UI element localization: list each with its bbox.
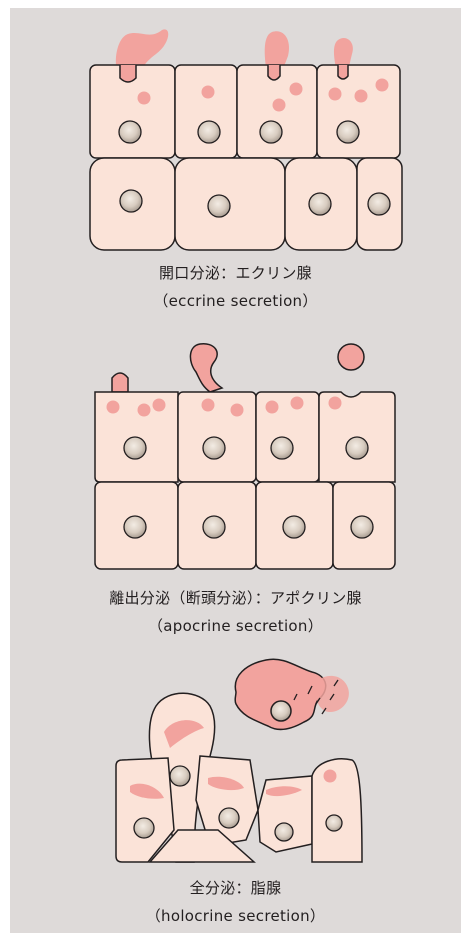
holocrine-title: 全分泌：脂腺 <box>0 877 471 898</box>
holocrine-rupturing-nucleus <box>271 701 291 721</box>
eccrine-pore-2 <box>268 65 280 80</box>
eccrine-pore-3 <box>338 65 348 79</box>
apocrine-title: 離出分泌（断頭分泌）：アポクリン腺 <box>0 587 471 608</box>
holocrine-subtitle: （holocrine secretion） <box>0 905 471 926</box>
holocrine-cell-far-right <box>312 759 362 862</box>
eccrine-subtitle: （eccrine secretion） <box>0 290 471 311</box>
apocrine-bleb-2 <box>190 344 222 392</box>
eccrine-title: 開口分泌：エクリン腺 <box>0 262 471 283</box>
eccrine-pore-1 <box>120 65 136 82</box>
apocrine-top-cell-3 <box>256 392 319 482</box>
apocrine-bleb-1 <box>112 373 128 392</box>
apocrine-released-drop <box>338 344 364 370</box>
eccrine-top-cell-2 <box>175 65 237 158</box>
eccrine-top-cell-4 <box>317 65 400 158</box>
holocrine-released-sebum <box>317 676 349 712</box>
eccrine-diagram <box>90 29 402 250</box>
apocrine-diagram <box>95 344 395 569</box>
apocrine-subtitle: （apocrine secretion） <box>0 615 471 636</box>
holocrine-diagram <box>116 659 362 862</box>
